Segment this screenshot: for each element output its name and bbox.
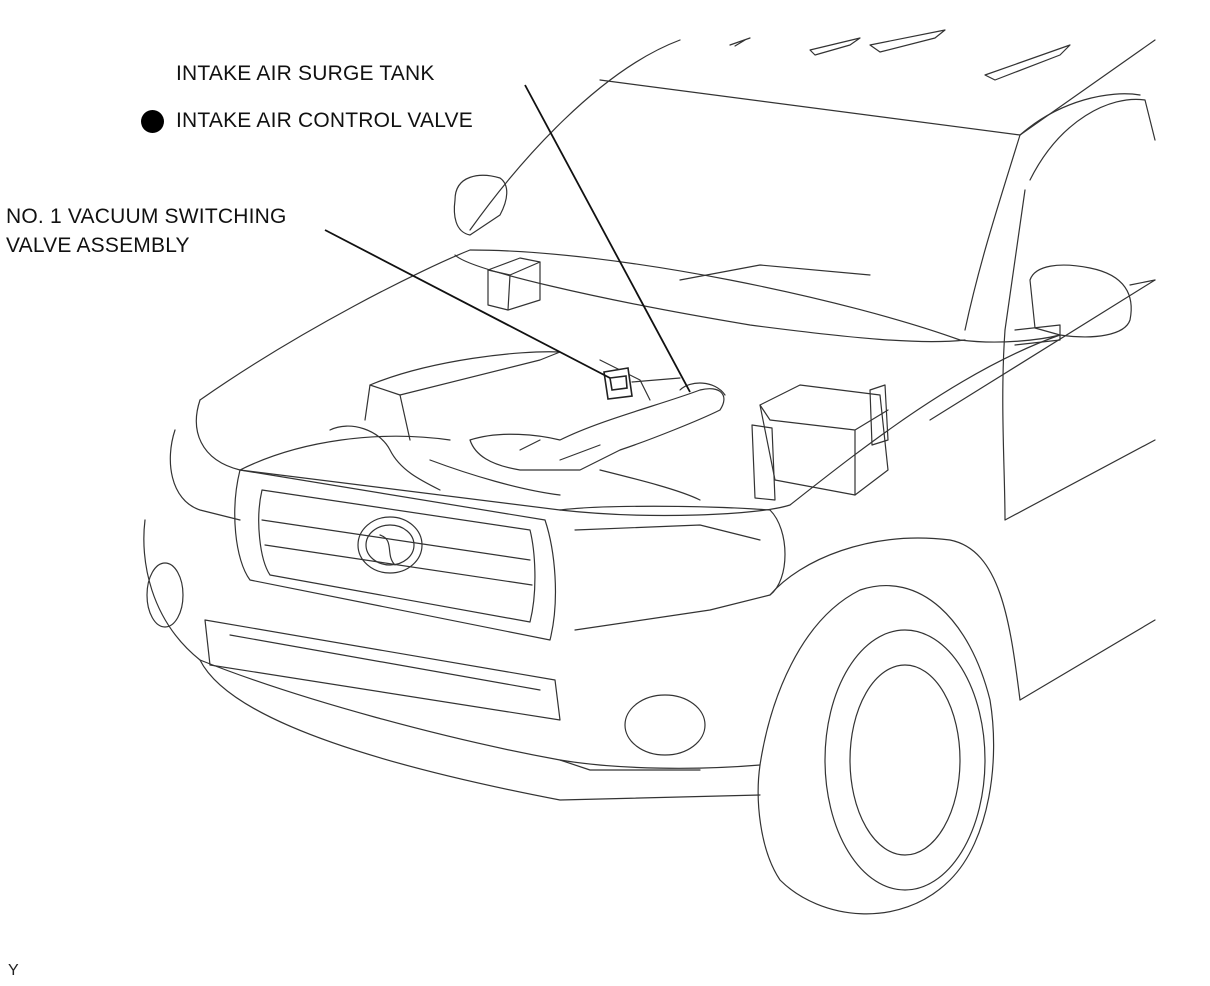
front-bumper bbox=[143, 519, 761, 801]
intake-air-control-valve-part bbox=[603, 367, 681, 400]
label-vacuum-switching-valve-line1: NO. 1 VACUUM SWITCHING bbox=[6, 205, 287, 228]
engine-bay bbox=[329, 351, 726, 501]
battery bbox=[751, 384, 889, 501]
grille bbox=[234, 469, 557, 641]
filled-circle-icon bbox=[141, 110, 164, 133]
cab-outline bbox=[469, 29, 1156, 331]
label-vacuum-switching-valve-line2: VALVE ASSEMBLY bbox=[6, 234, 190, 257]
headlights bbox=[169, 429, 786, 631]
relay-box bbox=[487, 257, 541, 311]
label-intake-air-control-valve: INTAKE AIR CONTROL VALVE bbox=[176, 109, 473, 132]
label-intake-air-surge-tank: INTAKE AIR SURGE TANK bbox=[176, 62, 435, 85]
leader-vacuum-valve bbox=[324, 229, 611, 379]
mirrors bbox=[453, 174, 1156, 346]
fender-and-wheel bbox=[757, 279, 1156, 915]
leader-lines bbox=[324, 84, 691, 393]
corner-code: Y bbox=[8, 962, 19, 979]
leader-surge-tank bbox=[524, 84, 691, 393]
label-vacuum-switching-valve: NO. 1 VACUUM SWITCHING VALVE ASSEMBLY bbox=[6, 202, 287, 260]
